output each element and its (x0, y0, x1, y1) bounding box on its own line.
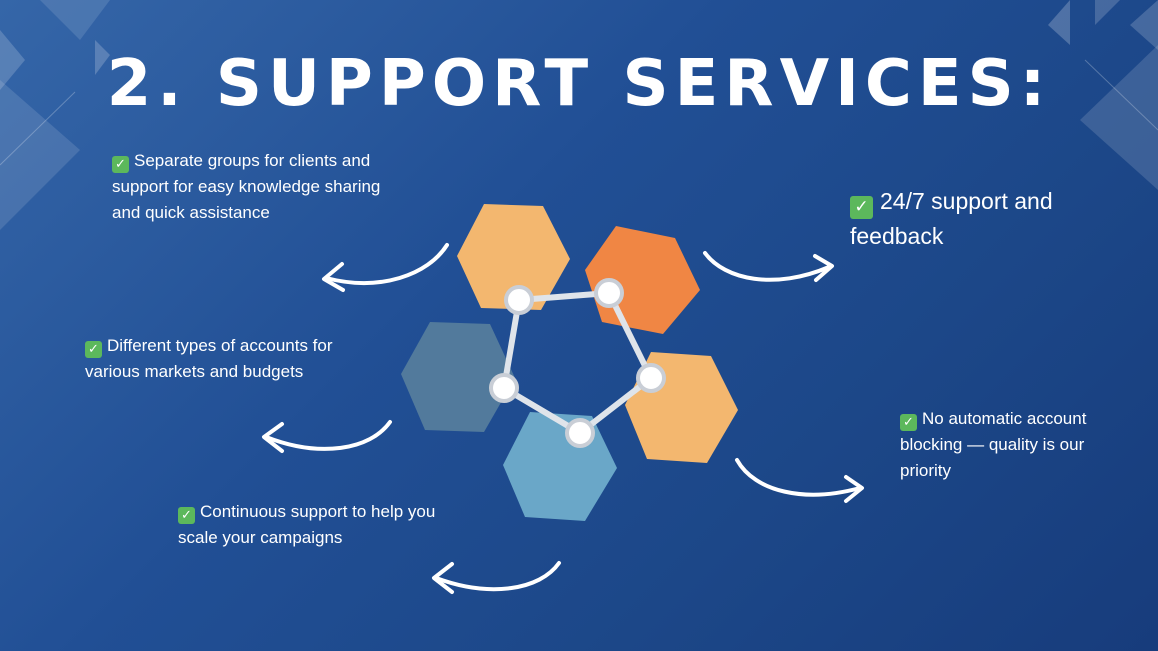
item-text: No automatic account blocking — quality … (900, 409, 1087, 480)
deco-shape (95, 40, 110, 75)
item-24-7-support: ✓24/7 support and feedback (850, 184, 1100, 253)
curved-arrow-icon (735, 458, 864, 503)
deco-shape (1095, 0, 1120, 25)
checkmark-box-icon: ✓ (178, 507, 195, 524)
checkmark-box-icon: ✓ (85, 341, 102, 358)
item-no-blocking: ✓No automatic account blocking — quality… (900, 406, 1135, 484)
hexagon-light-orange-top (457, 204, 570, 310)
deco-line (1084, 59, 1158, 131)
deco-shape (40, 0, 110, 40)
checkmark-box-icon: ✓ (900, 414, 917, 431)
connector-node (504, 285, 534, 315)
item-text: Different types of accounts for various … (85, 336, 333, 381)
curved-arrow-icon (262, 420, 392, 453)
connector-node (594, 278, 624, 308)
curved-arrow-icon (322, 243, 449, 292)
deco-shape (0, 80, 80, 230)
hexagon-sky (503, 412, 617, 521)
page-title: 2. SUPPORT SERVICES: (106, 47, 1052, 121)
deco-shape (1080, 45, 1158, 190)
checkmark-box-icon: ✓ (112, 156, 129, 173)
deco-shape (1048, 0, 1070, 45)
deco-line (0, 91, 76, 166)
item-text: 24/7 support and feedback (850, 188, 1053, 249)
curved-arrow-icon (432, 561, 561, 594)
item-separate-groups: ✓Separate groups for clients and support… (112, 148, 402, 226)
item-text: Separate groups for clients and support … (112, 151, 381, 222)
connector-line (606, 290, 654, 381)
deco-shape (0, 30, 25, 90)
curved-arrow-icon (703, 251, 834, 282)
item-account-types: ✓Different types of accounts for various… (85, 333, 375, 385)
connector-line (516, 290, 612, 303)
item-continuous-support: ✓Continuous support to help you scale yo… (178, 499, 443, 551)
connector-node (565, 418, 595, 448)
connector-node (489, 373, 519, 403)
item-text: Continuous support to help you scale you… (178, 502, 436, 547)
hexagon-slate (401, 322, 515, 432)
deco-shape (1130, 0, 1158, 50)
connector-node (636, 363, 666, 393)
checkmark-box-icon: ✓ (850, 196, 873, 219)
